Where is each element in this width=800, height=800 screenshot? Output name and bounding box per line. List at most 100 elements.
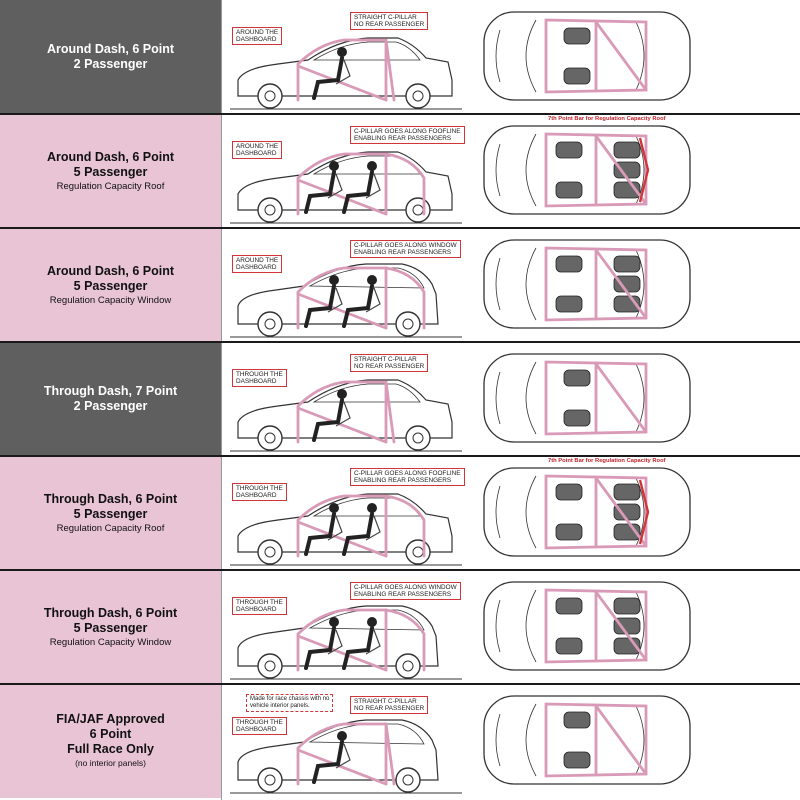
dashboard-callout: AROUND THE DASHBOARD: [232, 27, 283, 45]
row-divider: [0, 227, 800, 229]
seat-icon: [563, 409, 591, 427]
option-title: Around Dash, 6 Point: [46, 42, 175, 56]
occupant-icon: [342, 503, 381, 556]
side-view-car: [230, 719, 462, 794]
hub-icon: [264, 318, 276, 330]
row-divider: [0, 341, 800, 343]
row-divider: [0, 569, 800, 571]
roll-cage-top: [544, 588, 648, 664]
seat-icon: [563, 27, 591, 45]
seat-icon: [555, 255, 583, 273]
side-view-car: [230, 37, 462, 110]
roll-cage: [296, 722, 396, 786]
occupant-icon: [304, 617, 343, 670]
seat-outline: [365, 287, 381, 313]
wheel-icon: [405, 539, 431, 565]
hub-icon: [264, 660, 276, 672]
wheel-icon: [395, 311, 421, 337]
option-subtitle: 2 Passenger: [73, 399, 148, 413]
option-note: (no interior panels): [75, 758, 146, 768]
seat-outline: [335, 59, 351, 85]
head-icon: [367, 275, 377, 285]
wheel-icon: [395, 767, 421, 793]
windshield-outline: [525, 247, 645, 321]
row-divider: [0, 455, 800, 457]
seat-icon: [563, 751, 591, 769]
body-icon: [342, 626, 374, 670]
seat-outline: [365, 515, 381, 541]
roll-cage: [296, 380, 396, 444]
hub-icon: [412, 90, 424, 102]
side-view-figure: [230, 719, 462, 794]
wheel-icon: [395, 653, 421, 679]
body-icon: [312, 740, 344, 784]
hub-icon: [264, 432, 276, 444]
wheel-icon: [257, 83, 283, 109]
top-view-car: [483, 239, 691, 329]
roll-cage-top: [544, 18, 648, 94]
roll-cage-top: [544, 246, 648, 322]
head-icon: [337, 47, 347, 57]
body-icon: [342, 170, 374, 214]
windshield-outline: [525, 475, 645, 549]
windshield-outline: [525, 19, 645, 93]
option-subtitle: 2 Passenger: [73, 57, 148, 71]
side-view-figure: [230, 379, 462, 452]
top-view-figure: [483, 581, 691, 671]
column-divider: [221, 0, 222, 800]
seat-icon: [555, 523, 583, 541]
seat-icon: [555, 181, 583, 199]
seat-icon: [613, 483, 641, 501]
wheel-icon: [405, 197, 431, 223]
seventh-point-note: 7th Point Bar for Regulation Capacity Ro…: [548, 458, 666, 464]
seat-icon: [563, 67, 591, 85]
seventh-point-bar: [638, 137, 650, 203]
option-title: Through Dash, 6 Point: [43, 605, 178, 620]
occupant-icon: [304, 503, 343, 556]
side-view-figure: [230, 493, 462, 566]
roll-cage-top: [544, 132, 650, 208]
row-divider: [0, 683, 800, 685]
roll-cage-top: [544, 702, 648, 778]
head-icon: [329, 275, 339, 285]
dashboard-callout: THROUGH THE DASHBOARD: [232, 483, 287, 501]
c-pillar-callout: C-PILLAR GOES ALONG FOOFLINE ENABLING RE…: [350, 468, 465, 486]
hood-line: [495, 257, 501, 311]
option-note: Regulation Capacity Window: [49, 636, 172, 648]
hood-line: [495, 143, 501, 197]
seat-outline: [327, 515, 343, 541]
window-outline: [312, 383, 421, 403]
option-note: Regulation Capacity Roof: [56, 180, 165, 192]
hub-icon: [402, 318, 414, 330]
head-icon: [367, 161, 377, 171]
side-view-car: [230, 493, 462, 566]
seat-outline: [335, 743, 351, 769]
body-icon: [312, 398, 344, 442]
head-icon: [329, 503, 339, 513]
option-subtitle: 6 Point: [89, 727, 132, 741]
seat-icon: [555, 141, 583, 159]
side-view-car: [230, 151, 462, 224]
top-view-figure: [483, 467, 691, 557]
dashboard-callout: THROUGH THE DASHBOARD: [232, 717, 287, 735]
seat-icon: [613, 597, 641, 615]
option-title: Through Dash, 6 Point: [43, 491, 178, 506]
seat-icon: [555, 597, 583, 615]
body-icon: [342, 284, 374, 328]
hood-line: [495, 371, 501, 425]
head-icon: [337, 389, 347, 399]
option-title: FIA/JAF Approved: [56, 712, 165, 726]
roll-cage: [296, 38, 396, 102]
top-view-car: [483, 467, 691, 557]
option-subtitle: 5 Passenger: [73, 164, 148, 179]
roll-cage: [296, 266, 426, 330]
hood-line: [495, 713, 501, 767]
